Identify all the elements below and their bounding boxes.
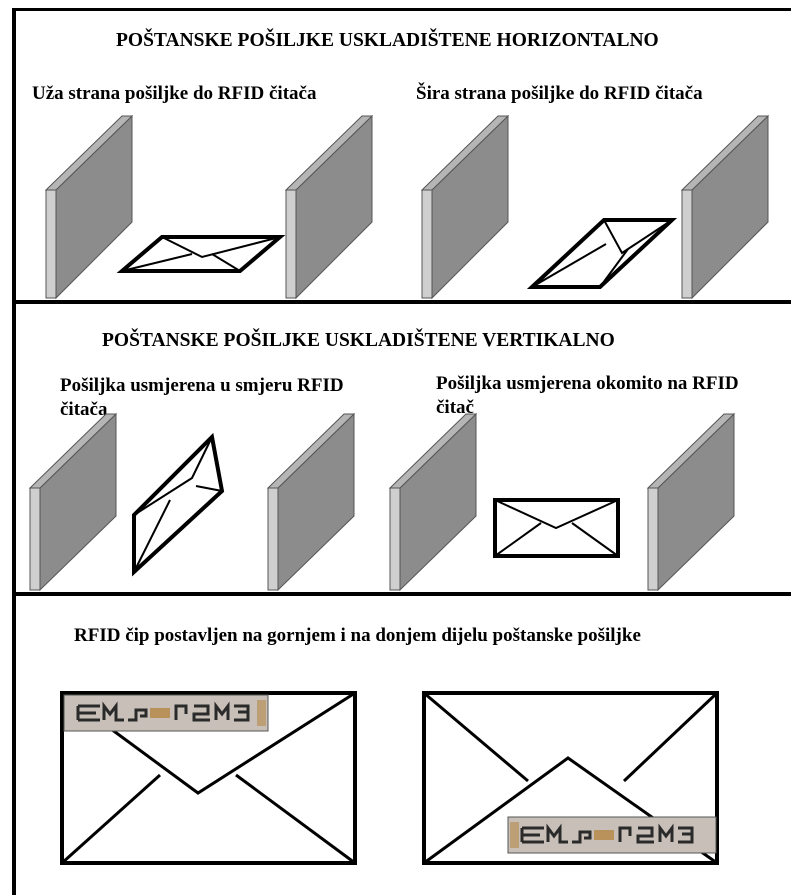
chip-section-label: RFID čip postavljen na gornjem i na donj… [74, 625, 641, 646]
envelope-flat-wide-side [526, 218, 678, 289]
diagram-frame [12, 8, 791, 895]
envelope-chip-top [60, 691, 357, 865]
horizontal-section-title: POŠTANSKE POŠILJKE USKLADIŠTENE HORIZONT… [116, 30, 659, 51]
vertical-right-label: Pošiljka usmjerena okomito na RFID čitač [436, 373, 739, 418]
vertical-left-label: Pošiljka usmjerena u smjeru RFID čitača [60, 375, 344, 420]
envelope-vertical-perpendicular [493, 498, 620, 558]
envelope-flat-narrow-side [116, 235, 286, 273]
rfid-reader-panel-3 [420, 114, 510, 300]
rfid-reader-panel-7 [388, 412, 478, 592]
rfid-reader-panel-5 [28, 412, 118, 592]
rfid-chip-top [63, 694, 269, 732]
rfid-reader-panel-4 [680, 114, 770, 300]
section-divider-2 [12, 592, 791, 596]
rfid-chip-bottom [507, 816, 717, 854]
rfid-reader-panel-8 [646, 412, 736, 592]
rfid-reader-panel-6 [266, 412, 356, 592]
horizontal-right-label: Šira strana pošiljke do RFID čitača [416, 83, 703, 104]
horizontal-left-label: Uža strana pošiljke do RFID čitača [32, 83, 317, 104]
section-divider-1 [12, 300, 791, 304]
rfid-reader-panel-2 [284, 114, 374, 300]
envelope-vertical-toward-reader [132, 432, 225, 577]
rfid-reader-panel-1 [44, 114, 134, 300]
vertical-section-title: POŠTANSKE POŠILJKE USKLADIŠTENE VERTIKAL… [102, 330, 615, 351]
